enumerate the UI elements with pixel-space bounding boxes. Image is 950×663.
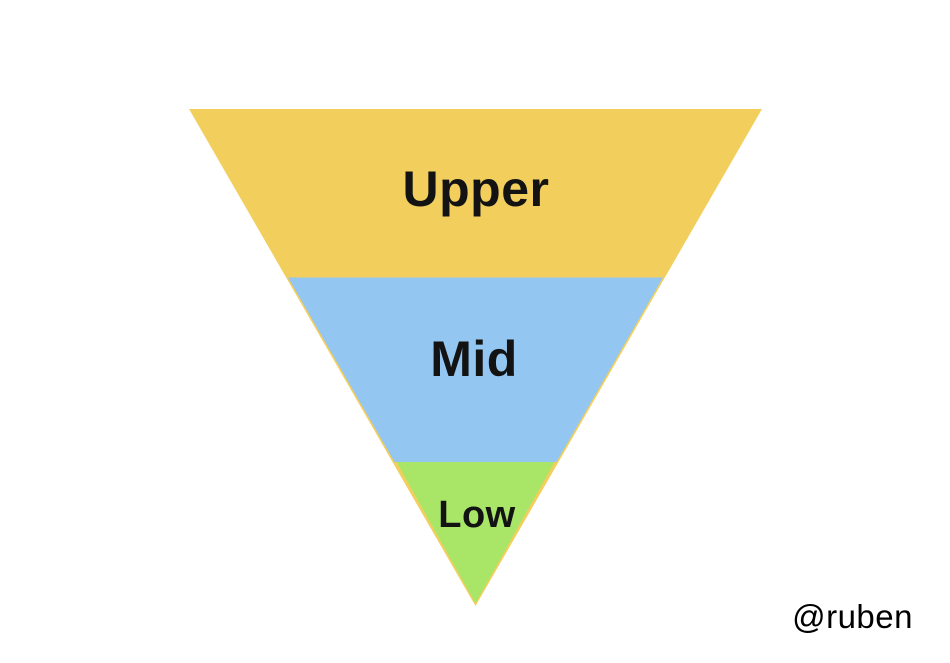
funnel-label-upper: Upper xyxy=(403,161,550,217)
funnel-level-mid-shape xyxy=(288,277,663,462)
funnel-label-low: Low xyxy=(438,494,515,536)
credit-handle: @ruben xyxy=(792,598,913,635)
funnel-label-mid: Mid xyxy=(430,331,518,387)
funnel-level-low-shape xyxy=(396,462,555,604)
